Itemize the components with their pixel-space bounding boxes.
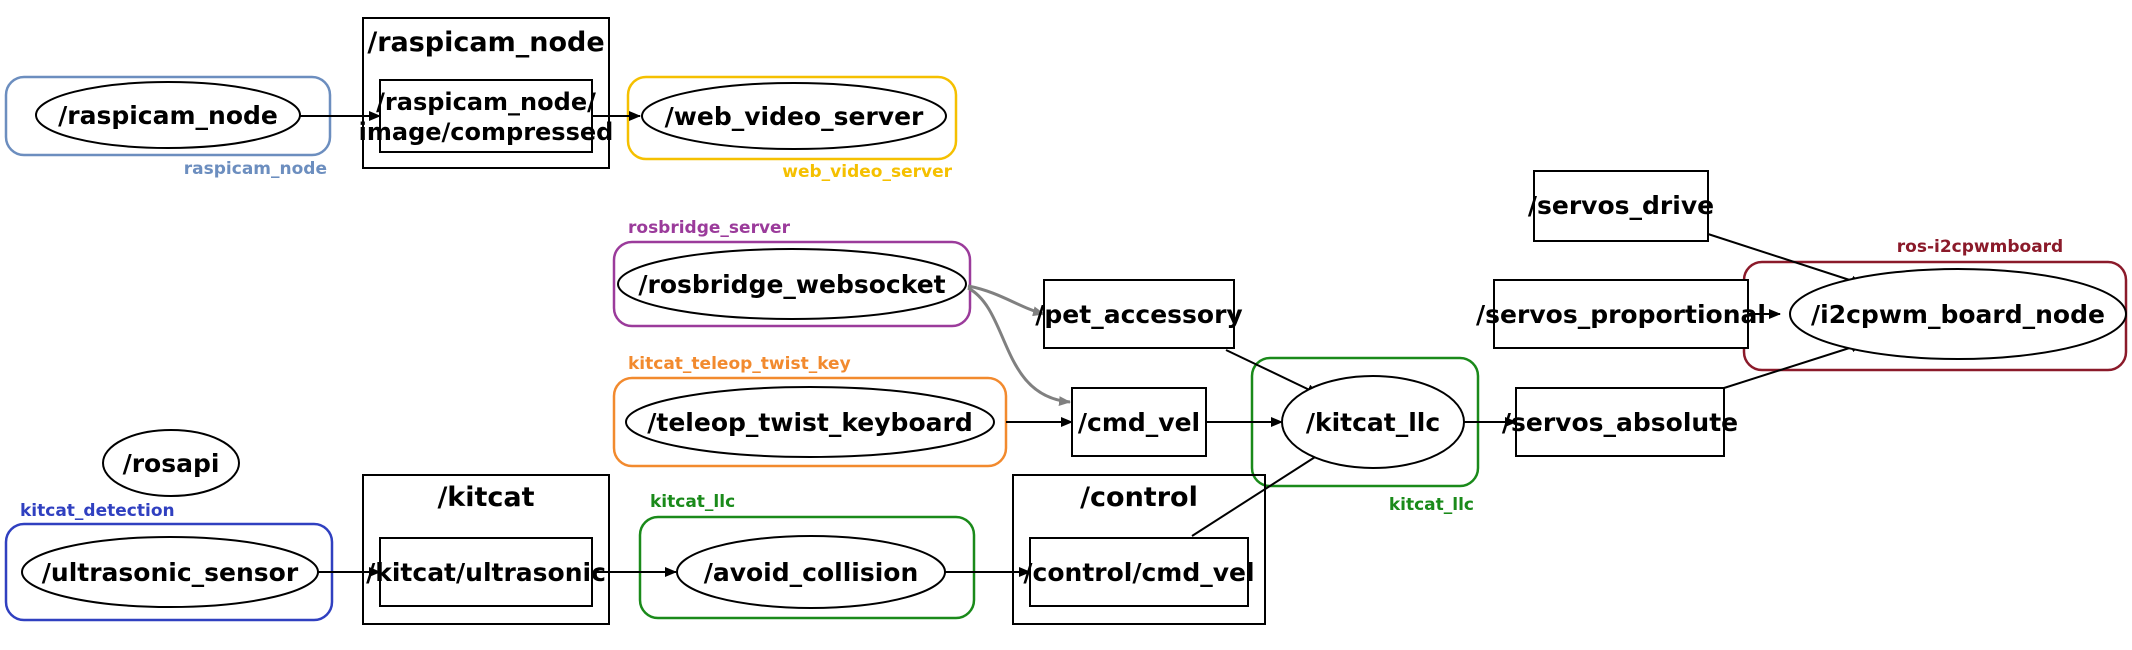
node-teleop-twist-keyboard[interactable]: /teleop_twist_keyboard: [625, 386, 995, 458]
node-label-ultrasonic-sensor: /ultrasonic_sensor: [42, 558, 299, 587]
cluster-label-kitcat-detection: kitcat_detection: [20, 501, 175, 521]
namespace-label-raspicam-node: /raspicam_node: [367, 27, 604, 58]
node-kitcat-llc[interactable]: /kitcat_llc: [1281, 375, 1465, 469]
node-label-i2cpwm-board-node: /i2cpwm_board_node: [1811, 300, 2105, 329]
namespace-raspicam-node: /raspicam_node: [362, 17, 610, 169]
topic-label-control-cmd-vel: /control/cmd_vel: [1023, 558, 1254, 587]
namespace-control: /control: [1012, 474, 1266, 625]
topic-label-servos-drive: /servos_drive: [1528, 191, 1714, 220]
node-label-kitcat-llc: /kitcat_llc: [1306, 408, 1440, 437]
edges: [300, 111, 1863, 577]
topic-label-cmd-vel: /cmd_vel: [1078, 408, 1200, 437]
cluster-label-rosbridge-server: rosbridge_server: [628, 218, 791, 238]
topic-label-servos-proportional: /servos_proportional: [1476, 300, 1766, 329]
cluster-rosbridge-server: rosbridge_server: [612, 218, 972, 328]
namespace-kitcat: /kitcat: [362, 474, 610, 625]
node-raspicam-node[interactable]: /raspicam_node: [35, 81, 301, 149]
cluster-label-web-video-server: web_video_server: [782, 162, 952, 182]
node-rosbridge-websocket[interactable]: /rosbridge_websocket: [617, 248, 967, 320]
node-ultrasonic-sensor[interactable]: /ultrasonic_sensor: [21, 536, 319, 608]
cluster-web-video-server: web_video_server: [626, 75, 958, 182]
node-label-raspicam-node: /raspicam_node: [58, 101, 278, 130]
topic-label-raspicam-compressed-line1: /raspicam_node/: [376, 88, 596, 116]
cluster-label-kitcat-teleop: kitcat_teleop_twist_key: [628, 354, 851, 374]
node-avoid-collision[interactable]: /avoid_collision: [676, 535, 946, 609]
topic-label-servos-absolute: /servos_absolute: [1502, 408, 1738, 437]
topic-label-raspicam-compressed-line2: image/compressed: [359, 118, 614, 146]
namespace-label-kitcat: /kitcat: [437, 482, 534, 513]
node-web-video-server[interactable]: /web_video_server: [641, 82, 947, 150]
topic-pet-accessory[interactable]: /pet_accessory: [1035, 279, 1243, 349]
edge-pet-accessory-to-kitcat-llc: [1225, 349, 1319, 395]
topic-kitcat-ultrasonic[interactable]: /kitcat/ultrasonic: [366, 537, 606, 607]
topic-label-kitcat-ultrasonic: /kitcat/ultrasonic: [366, 558, 606, 587]
node-label-rosbridge-websocket: /rosbridge_websocket: [638, 270, 945, 299]
topic-servos-drive[interactable]: /servos_drive: [1528, 170, 1714, 242]
edge-rosbridge-to-pet-accessory: [967, 284, 1045, 317]
topic-servos-proportional[interactable]: /servos_proportional: [1476, 279, 1766, 349]
edge-servos-absolute-to-i2cpwm: [1723, 342, 1863, 389]
cluster-kitcat-llc-bottom: kitcat_llc: [638, 492, 976, 620]
cluster-label-kitcat-llc-right: kitcat_llc: [1389, 495, 1474, 515]
topic-control-cmd-vel[interactable]: /control/cmd_vel: [1023, 537, 1255, 607]
node-i2cpwm-board-node[interactable]: /i2cpwm_board_node: [1789, 268, 2127, 360]
topic-cmd-vel[interactable]: /cmd_vel: [1071, 387, 1207, 457]
cluster-label-ros-i2cpwmboard: ros-i2cpwmboard: [1897, 237, 2063, 257]
edge-rosbridge-to-cmd-vel: [967, 286, 1071, 407]
topic-raspicam-compressed[interactable]: /raspicam_node/ image/compressed: [359, 79, 614, 153]
edge-servos-drive-to-i2cpwm: [1707, 233, 1863, 286]
edge-control-cmd-vel-to-kitcat-llc: [1191, 449, 1327, 537]
node-label-teleop-twist-keyboard: /teleop_twist_keyboard: [647, 408, 972, 437]
node-label-avoid-collision: /avoid_collision: [704, 558, 919, 587]
topic-label-pet-accessory: /pet_accessory: [1035, 300, 1242, 329]
topic-servos-absolute[interactable]: /servos_absolute: [1502, 387, 1738, 457]
namespace-label-control: /control: [1080, 482, 1198, 513]
node-label-rosapi: /rosapi: [123, 449, 220, 478]
node-label-web-video-server: /web_video_server: [665, 102, 924, 131]
cluster-label-raspicam: raspicam_node: [184, 159, 327, 179]
node-rosapi[interactable]: /rosapi: [102, 429, 240, 497]
cluster-label-kitcat-llc-bottom: kitcat_llc: [650, 492, 735, 512]
